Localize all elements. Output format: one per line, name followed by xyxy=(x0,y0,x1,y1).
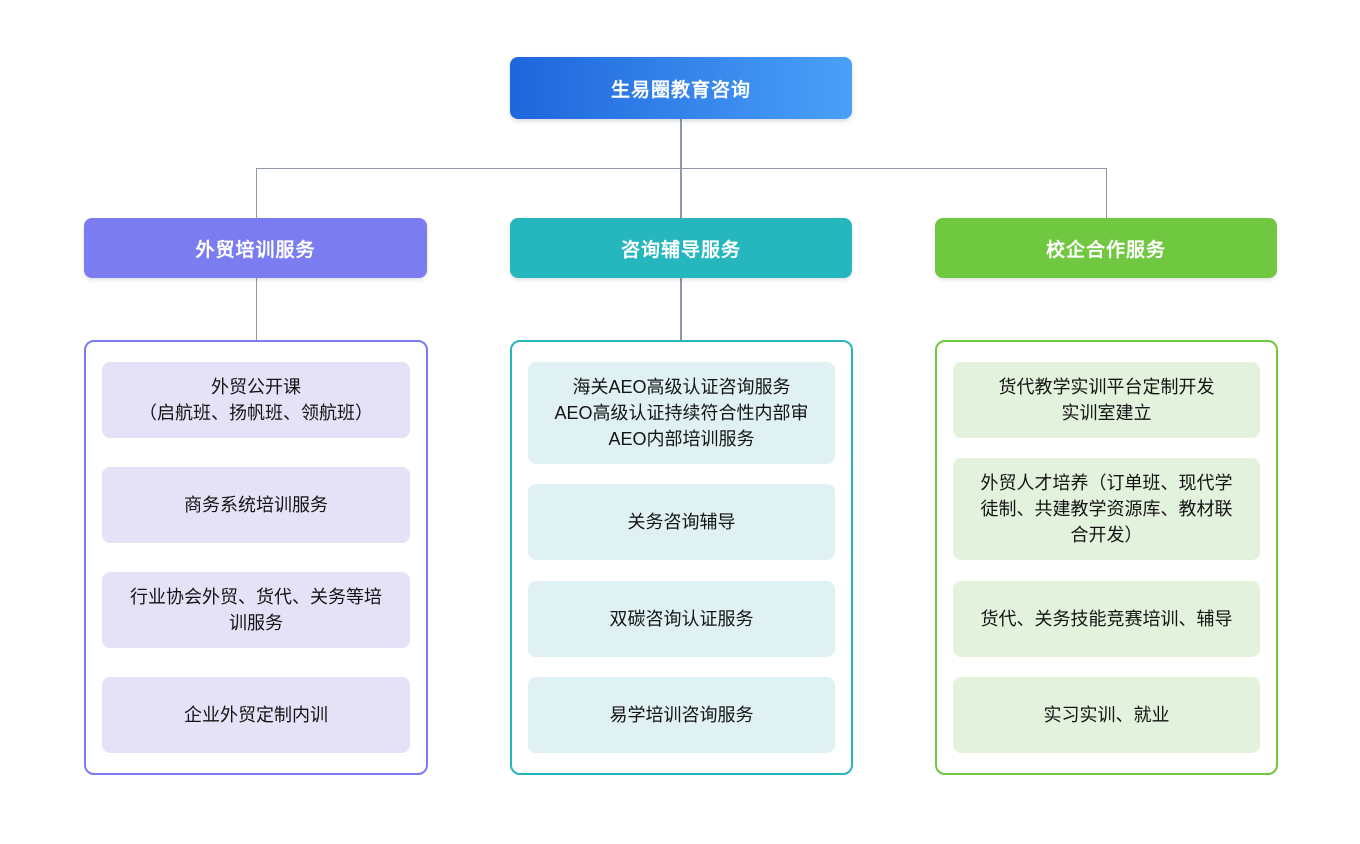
branch-header-foreign-trade-training: 外贸培训服务 xyxy=(84,218,427,278)
branch-header-label: 外贸培训服务 xyxy=(195,239,316,261)
node-item: 行业协会外贸、货代、关务等培训服务 xyxy=(102,572,410,648)
connector-trunk-to-branch-1 xyxy=(255,167,257,219)
node-item: 外贸人才培养（订单班、现代学徒制、共建教学资源库、教材联合开发） xyxy=(953,458,1260,561)
node-item: 实习实训、就业 xyxy=(953,676,1260,753)
node-item: 货代、关务技能竞赛培训、辅导 xyxy=(953,580,1260,657)
branch-header-school-enterprise-cooperation: 校企合作服务 xyxy=(935,218,1277,278)
branch-header-label: 校企合作服务 xyxy=(1045,239,1166,261)
node-item: 易学培训咨询服务 xyxy=(528,676,835,753)
branch-header-consulting-coaching: 咨询辅导服务 xyxy=(510,218,852,278)
node-item: 商务系统培训服务 xyxy=(102,467,410,543)
branch-box-school-enterprise-cooperation: 货代教学实训平台定制开发 实训室建立 外贸人才培养（订单班、现代学徒制、共建教学… xyxy=(935,340,1278,775)
node-item: 双碳咨询认证服务 xyxy=(528,580,835,657)
node-item: 海关AEO高级认证咨询服务 AEO高级认证持续符合性内部审 AEO内部培训服务 xyxy=(528,362,835,464)
root-node-label: 生易圈教育咨询 xyxy=(610,79,751,101)
branch-header-label: 咨询辅导服务 xyxy=(620,239,741,261)
node-item: 货代教学实训平台定制开发 实训室建立 xyxy=(953,362,1260,438)
branch-box-consulting-coaching: 海关AEO高级认证咨询服务 AEO高级认证持续符合性内部审 AEO内部培训服务 … xyxy=(510,340,853,775)
connector-root-to-trunk xyxy=(680,119,682,168)
node-item: 企业外贸定制内训 xyxy=(102,677,410,753)
connector-branch-1-to-box xyxy=(255,278,257,340)
connector-trunk-to-branch-2 xyxy=(680,167,682,219)
node-item: 外贸公开课 （启航班、扬帆班、领航班） xyxy=(102,362,410,438)
connector-trunk-to-branch-3 xyxy=(1105,167,1107,219)
root-node: 生易圈教育咨询 xyxy=(510,57,852,119)
connector-branch-2-to-box xyxy=(680,278,682,340)
node-item: 关务咨询辅导 xyxy=(528,484,835,561)
branch-box-foreign-trade-training: 外贸公开课 （启航班、扬帆班、领航班） 商务系统培训服务 行业协会外贸、货代、关… xyxy=(84,340,428,775)
